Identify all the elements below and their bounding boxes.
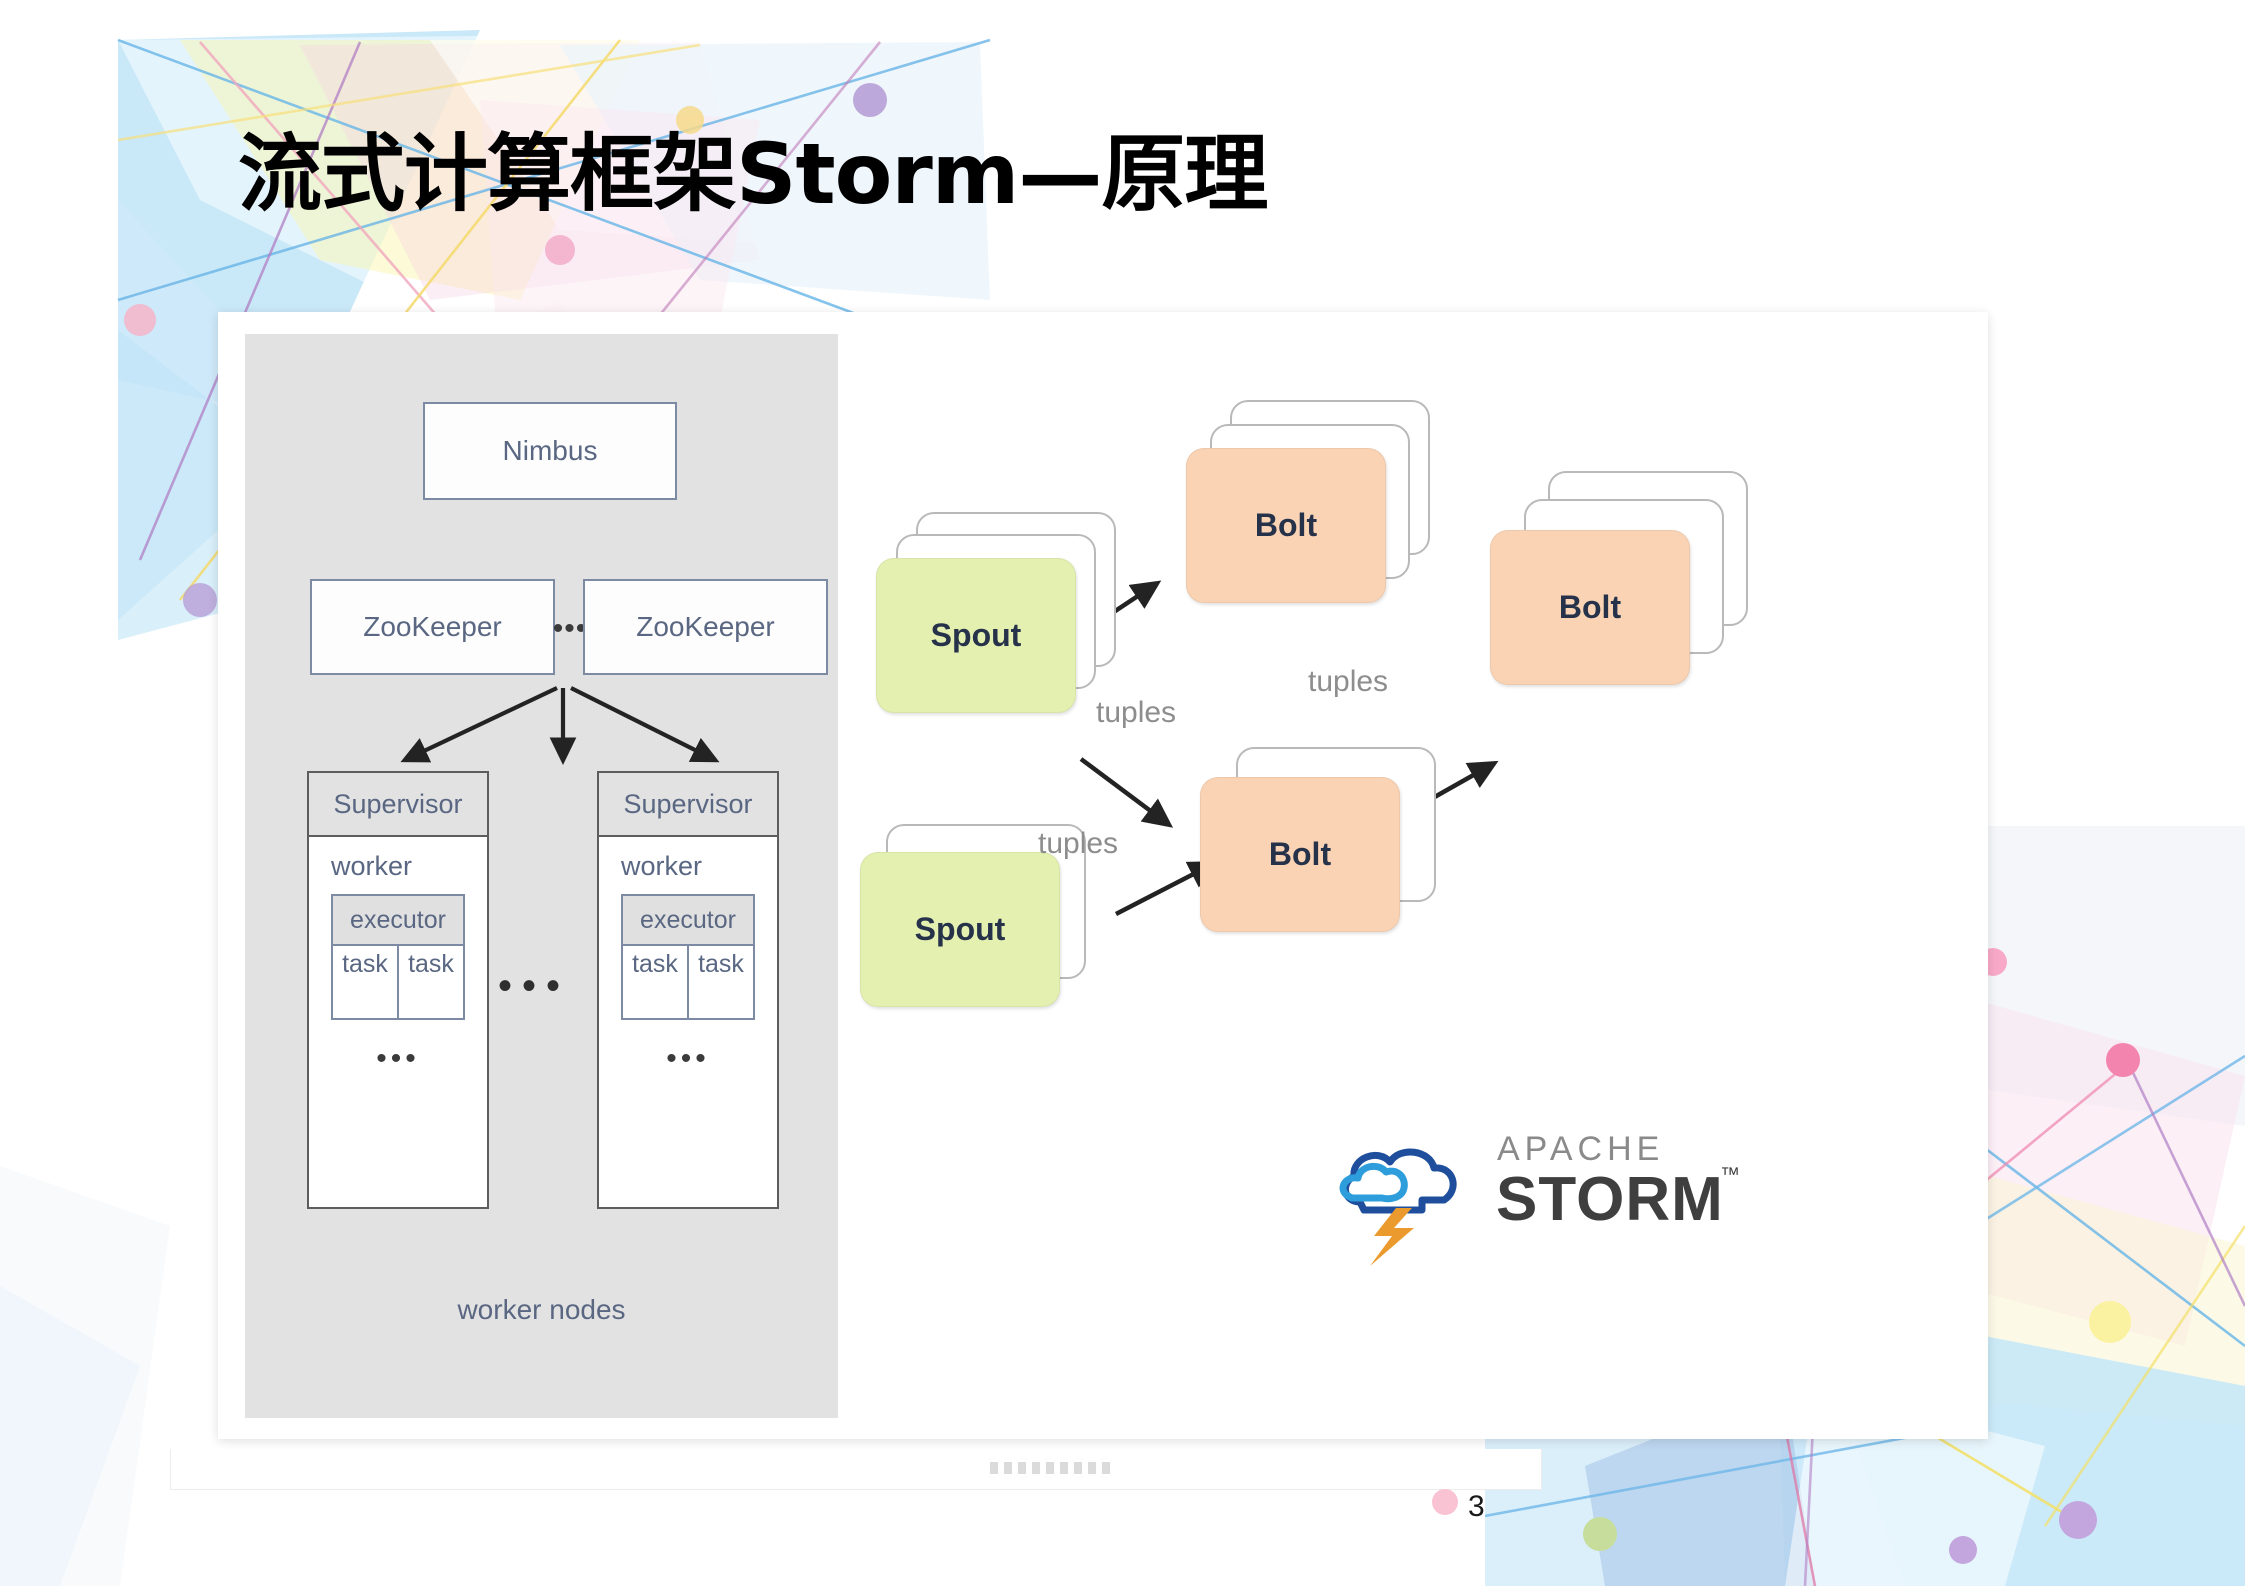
tuples-label-spout-bottom: tuples — [1038, 827, 1119, 860]
supervisor-1-worker-label: worker — [331, 851, 413, 881]
supervisor-1-executor-box: executor task task — [331, 894, 465, 1020]
bolt-top-label: Bolt — [1254, 507, 1318, 543]
supervisor-1-title: Supervisor — [309, 773, 487, 837]
supervisor-2-executor-box: executor task task — [621, 894, 755, 1020]
bolt-right-node[interactable]: Bolt — [1490, 530, 1690, 685]
logo-trademark-text: ™ — [1720, 1164, 1740, 1186]
apache-storm-logo: APACHE STORM ™ — [1330, 1124, 1740, 1269]
bolt-middle-label: Bolt — [1268, 836, 1332, 872]
zookeeper-right-label: ZooKeeper — [636, 611, 775, 642]
content-card: Nimbus ZooKeeper ••• ZooKeeper — [218, 312, 1988, 1439]
supervisor-box-2: Supervisor worker executor task task ••• — [597, 771, 779, 1209]
page-number: 3 — [1468, 1490, 1485, 1523]
supervisor-2-task-right: task — [687, 946, 753, 1018]
supervisor-2-worker-label: worker — [621, 851, 703, 881]
storm-architecture-diagram: Nimbus ZooKeeper ••• ZooKeeper — [245, 334, 1961, 1418]
footer-placeholder-text — [990, 1462, 1110, 1474]
supervisor-2-executor-label: executor — [623, 896, 753, 946]
spout-bottom-node[interactable]: Spout — [860, 852, 1060, 1007]
tuples-label-right: tuples — [1308, 665, 1389, 698]
storm-cluster-panel: Nimbus ZooKeeper ••• ZooKeeper — [245, 334, 838, 1418]
zookeeper-box-right: ZooKeeper — [583, 579, 828, 675]
storm-topology-panel: Spout Bolt Bolt — [838, 334, 1961, 1418]
zookeeper-left-label: ZooKeeper — [363, 611, 502, 642]
tuples-label-spout-top: tuples — [1096, 696, 1177, 729]
supervisor-1-task-right: task — [397, 946, 463, 1018]
supervisor-2-ellipsis: ••• — [666, 1042, 710, 1075]
worker-nodes-label: worker nodes — [457, 1294, 626, 1325]
bolt-middle-node[interactable]: Bolt — [1200, 777, 1400, 932]
supervisor-1-task-row: task task — [333, 946, 463, 1018]
logo-storm-text: STORM — [1496, 1165, 1724, 1234]
supervisor-group-ellipsis: ••• — [498, 964, 571, 1008]
spout-top-node[interactable]: Spout — [876, 558, 1076, 713]
zookeeper-box-left: ZooKeeper — [310, 579, 555, 675]
logo-apache-text: APACHE — [1497, 1130, 1665, 1168]
supervisor-2-task-left: task — [632, 950, 678, 978]
supervisor-2-task-row: task task — [623, 946, 753, 1018]
page-number-dot — [1432, 1489, 1458, 1515]
spout-top-label: Spout — [930, 617, 1022, 653]
supervisor-2-title: Supervisor — [599, 773, 777, 837]
zookeeper-to-supervisor-arrows — [400, 686, 720, 766]
supervisor-1-task-left: task — [342, 950, 388, 978]
storm-cloud-bolt-icon — [1339, 1148, 1457, 1266]
nimbus-box: Nimbus — [423, 402, 677, 500]
footer-strip — [170, 1449, 1542, 1490]
supervisor-1-ellipsis: ••• — [376, 1042, 420, 1075]
nimbus-label: Nimbus — [502, 435, 598, 466]
zookeeper-ellipsis: ••• — [552, 612, 588, 645]
supervisor-box-1: Supervisor worker executor task task ••• — [307, 771, 489, 1209]
bolt-right-label: Bolt — [1558, 589, 1622, 625]
bolt-top-node[interactable]: Bolt — [1186, 448, 1386, 603]
page-title: 流式计算框架Storm—原理 — [238, 125, 1268, 223]
spout-bottom-label: Spout — [914, 911, 1006, 947]
supervisor-1-executor-label: executor — [333, 896, 463, 946]
